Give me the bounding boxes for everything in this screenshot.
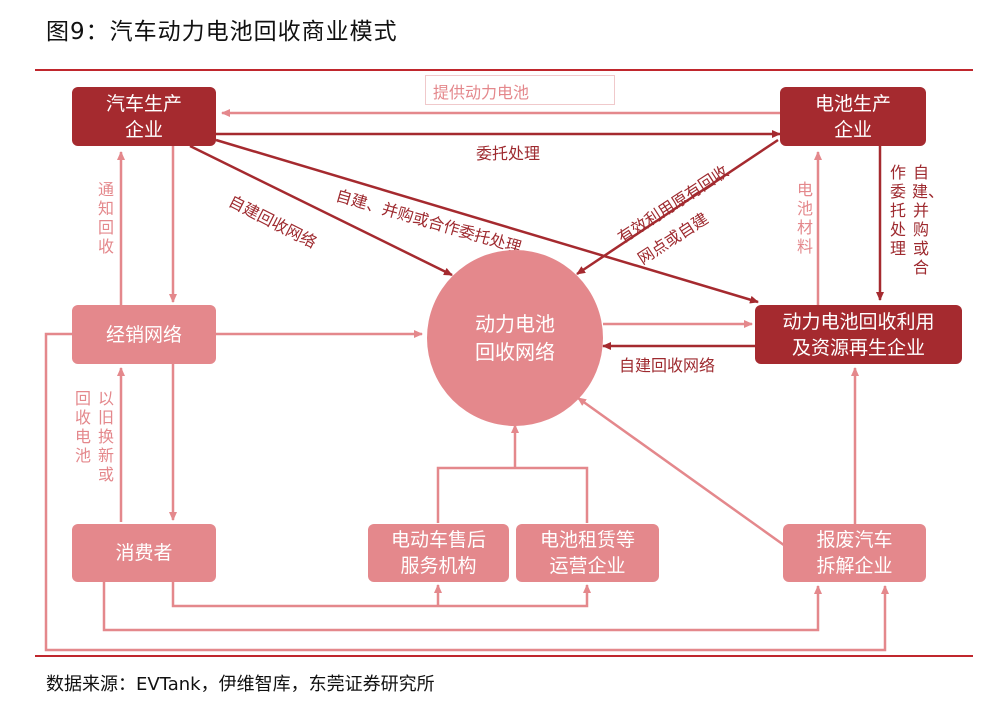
arrow-consumer-scrap — [102, 582, 822, 632]
bottom-rule — [35, 655, 973, 657]
label-provide-battery: 提供动力电池 — [433, 83, 530, 102]
label-recycle-battery: 回收电池 — [74, 389, 91, 465]
arrow-scrap-network — [577, 396, 789, 550]
node-ev-service: 电动车售后 服务机构 — [368, 524, 509, 582]
provide-battery-box — [425, 75, 615, 105]
arrow-dealer-scrap — [44, 332, 889, 652]
arrow-effective-use — [576, 138, 779, 276]
arrow-self-build-merge — [215, 138, 759, 304]
arrow-consumer-services — [171, 582, 591, 608]
label-col-entrust: 作委托处理 — [889, 163, 906, 258]
node-car-maker: 汽车生产 企业 — [72, 87, 216, 146]
label-trade-in: 以旧换新或 — [97, 389, 114, 484]
label-battery-material: 电池材料 — [796, 180, 813, 256]
node-battery-leasing: 电池租赁等 运营企业 — [516, 524, 659, 582]
figure-title: 图9：汽车动力电池回收商业模式 — [46, 19, 398, 45]
node-dealer-network: 经销网络 — [72, 305, 216, 364]
top-rule — [35, 69, 973, 71]
node-recycle-network: 动力电池 回收网络 — [427, 250, 603, 426]
arrow-self-build-network — [189, 144, 453, 277]
data-source: 数据来源：EVTank，伊维智库，东莞证券研究所 — [46, 674, 435, 695]
arrow-services-network — [436, 466, 589, 523]
node-recycler: 动力电池回收利用 及资源再生企业 — [755, 305, 962, 364]
label-self-build-network-right: 自建回收网络 — [619, 356, 716, 375]
label-notify-recycle: 通知回收 — [97, 180, 114, 256]
label-entrust: 委托处理 — [476, 144, 541, 163]
node-scrap-dismantling: 报废汽车 拆解企业 — [783, 524, 926, 582]
node-consumer: 消费者 — [72, 524, 216, 582]
label-col-self-build: 自建、并购或合 — [912, 163, 945, 277]
node-battery-maker: 电池生产 企业 — [780, 87, 926, 146]
